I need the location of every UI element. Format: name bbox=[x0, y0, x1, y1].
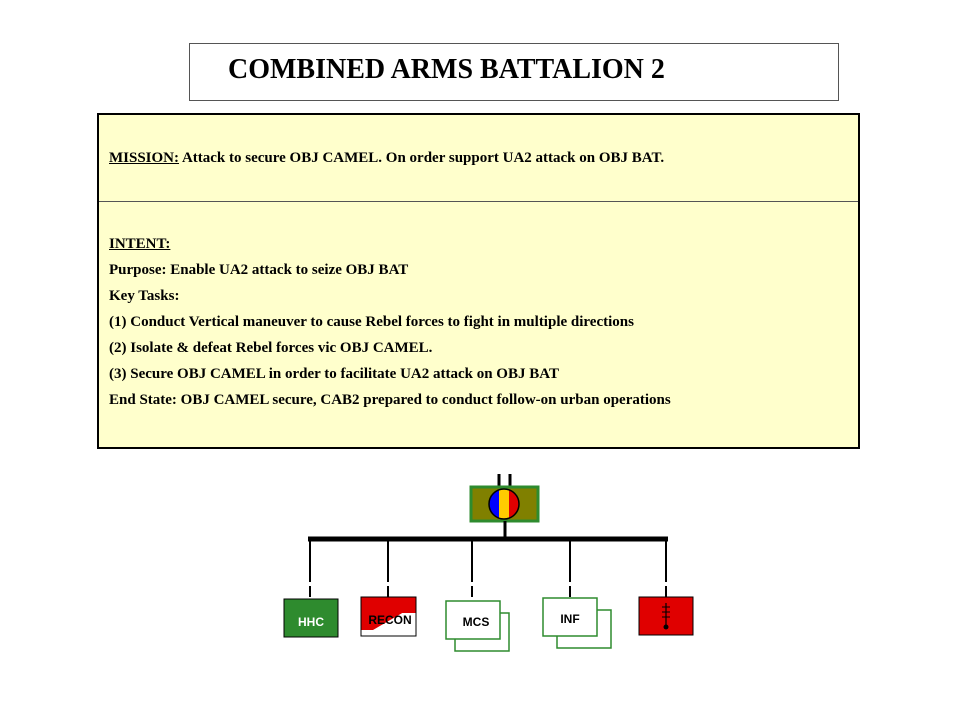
intent-label: INTENT: bbox=[109, 236, 171, 252]
unit-inf-label: INF bbox=[560, 612, 579, 626]
mission-line: MISSION: Attack to secure OBJ CAMEL. On … bbox=[109, 150, 664, 167]
unit-hhc-label: HHC bbox=[298, 615, 324, 629]
unit-inf: INF bbox=[542, 597, 612, 649]
unit-recon: RECON bbox=[360, 596, 417, 637]
intent-key-tasks: Key Tasks: bbox=[109, 288, 180, 304]
mission-label: MISSION: bbox=[109, 150, 180, 166]
unit-hhc: HHC bbox=[283, 598, 339, 638]
unit-mcs: MCS bbox=[445, 600, 510, 652]
intent-purpose: Purpose: Enable UA2 attack to seize OBJ … bbox=[109, 262, 409, 278]
title-box: COMBINED ARMS BATTALION 2 bbox=[189, 43, 839, 101]
intent-task-1: (1) Conduct Vertical maneuver to cause R… bbox=[109, 314, 634, 330]
intent-task-2: (2) Isolate & defeat Rebel forces vic OB… bbox=[109, 340, 433, 356]
hq-combined-arms-icon bbox=[488, 488, 520, 520]
mission-intent-panel: MISSION: Attack to secure OBJ CAMEL. On … bbox=[97, 113, 860, 449]
unit-support bbox=[638, 596, 694, 636]
intent-task-3: (3) Secure OBJ CAMEL in order to facilit… bbox=[109, 366, 559, 382]
recon-red-band bbox=[361, 597, 416, 630]
panel-divider bbox=[99, 201, 858, 202]
unit-mcs-label: MCS bbox=[463, 615, 490, 629]
mission-text: Attack to secure OBJ CAMEL. On order sup… bbox=[179, 150, 665, 166]
unit-recon-label: RECON bbox=[368, 613, 411, 627]
support-icon bbox=[662, 603, 670, 630]
intent-end-state: End State: OBJ CAMEL secure, CAB2 prepar… bbox=[109, 392, 671, 408]
page-title: COMBINED ARMS BATTALION 2 bbox=[228, 54, 665, 85]
